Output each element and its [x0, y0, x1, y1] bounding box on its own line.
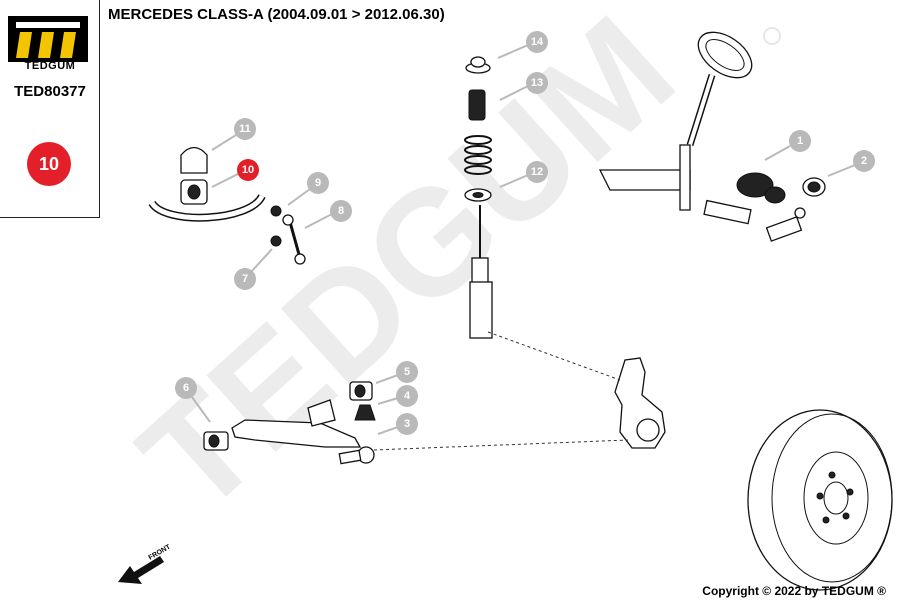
callout-11: 11 [211, 118, 256, 151]
ball-joint-cap [354, 404, 376, 421]
callout-7: 7 [234, 248, 273, 290]
watermark-registered-mark [763, 27, 781, 45]
bump-stop [468, 89, 486, 121]
watermark: TEDGUM [109, 0, 704, 544]
control-arm [203, 381, 376, 465]
svg-text:3: 3 [404, 418, 410, 430]
svg-text:5: 5 [404, 366, 410, 378]
svg-text:13: 13 [531, 77, 543, 89]
product-info-panel: TEDGUM TED80377 10 [0, 0, 100, 218]
highlighted-part-badge: 10 [27, 142, 71, 186]
tedgum-logo [8, 16, 88, 62]
steering-knuckle [614, 357, 666, 449]
stabilizer-link [270, 205, 306, 265]
callout-9: 9 [287, 172, 329, 206]
ball-joint [338, 446, 375, 465]
svg-text:1: 1 [797, 135, 803, 147]
wheel [747, 409, 893, 591]
callout-13: 13 [499, 72, 548, 101]
copyright-notice: Copyright © 2022 by TEDGUM ® [702, 584, 886, 598]
svg-text:6: 6 [183, 382, 189, 394]
vehicle-title: MERCEDES CLASS-A (2004.09.01 > 2012.06.3… [108, 6, 445, 23]
stabilizer-bushing [180, 179, 208, 205]
brand-name: TEDGUM [24, 60, 76, 72]
callout-8: 8 [304, 200, 352, 229]
control-arm-bushing-rear [349, 381, 373, 401]
callout-6: 6 [175, 377, 211, 423]
steering-assembly [598, 31, 826, 242]
callout-2: 2 [827, 150, 875, 177]
callout-14: 14 [497, 31, 548, 59]
strut-bearing [464, 188, 492, 202]
svg-text:7: 7 [242, 273, 248, 285]
control-arm-bushing-front [203, 431, 229, 451]
steering-bushing [802, 177, 826, 197]
callout-1: 1 [764, 130, 811, 161]
svg-text:10: 10 [242, 164, 254, 176]
strut-top-mount [465, 56, 491, 74]
strut-assembly [464, 56, 493, 339]
svg-text:11: 11 [239, 123, 251, 135]
svg-text:2: 2 [861, 155, 867, 167]
coil-spring [464, 135, 492, 175]
watermark-text: TEDGUM [109, 0, 704, 544]
stabilizer-bar [148, 146, 266, 222]
svg-text:9: 9 [315, 177, 321, 189]
svg-text:14: 14 [531, 36, 544, 48]
svg-text:12: 12 [531, 166, 543, 178]
connection-lines [373, 331, 629, 451]
steering-boot [736, 172, 786, 204]
callout-4: 4 [377, 385, 418, 407]
callout-10: 10 [211, 159, 259, 188]
callout-12: 12 [499, 161, 548, 188]
svg-text:8: 8 [338, 205, 344, 217]
tie-rod-end [765, 207, 806, 242]
callout-3: 3 [377, 413, 418, 435]
part-number: TED80377 [14, 83, 86, 100]
callout-5: 5 [375, 361, 418, 384]
svg-text:4: 4 [404, 390, 411, 402]
stabilizer-bracket [180, 146, 208, 174]
front-arrow-icon: FRONT [118, 543, 173, 584]
